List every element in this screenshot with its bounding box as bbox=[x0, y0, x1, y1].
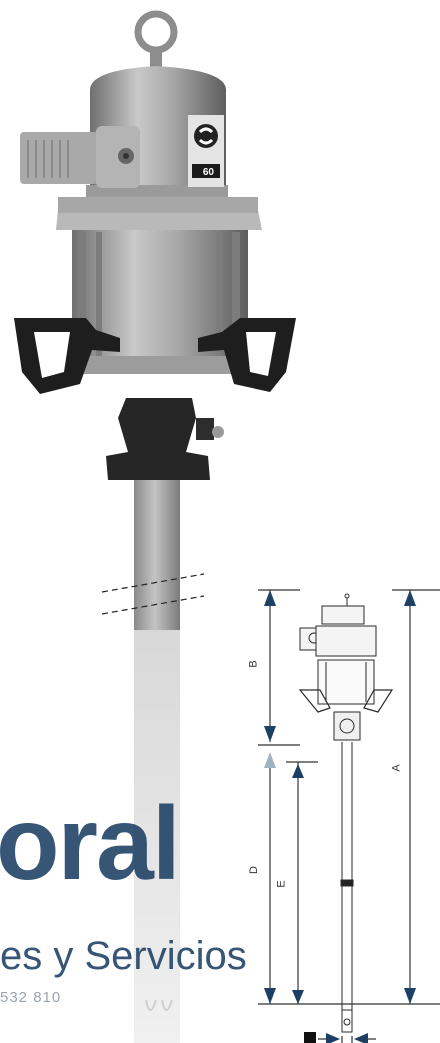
dim-label-d: D bbox=[247, 866, 260, 874]
watermark-brand: oral bbox=[0, 786, 181, 902]
dim-label-b: B bbox=[247, 660, 260, 668]
eye-bolt bbox=[134, 10, 178, 68]
svg-text:60: 60 bbox=[203, 167, 215, 178]
handles bbox=[14, 318, 296, 394]
break-marks bbox=[101, 573, 205, 615]
watermark-phone: 532 810 bbox=[0, 989, 62, 1006]
brand-label: 60 bbox=[188, 115, 224, 187]
dim-label-e: E bbox=[275, 880, 288, 888]
air-valve-block bbox=[20, 126, 140, 188]
pump-outlet-body bbox=[106, 398, 224, 480]
dim-label-a: A bbox=[390, 764, 403, 772]
watermark-tagline: es y Servicios bbox=[0, 934, 247, 978]
dimension-diagram bbox=[258, 589, 440, 1043]
